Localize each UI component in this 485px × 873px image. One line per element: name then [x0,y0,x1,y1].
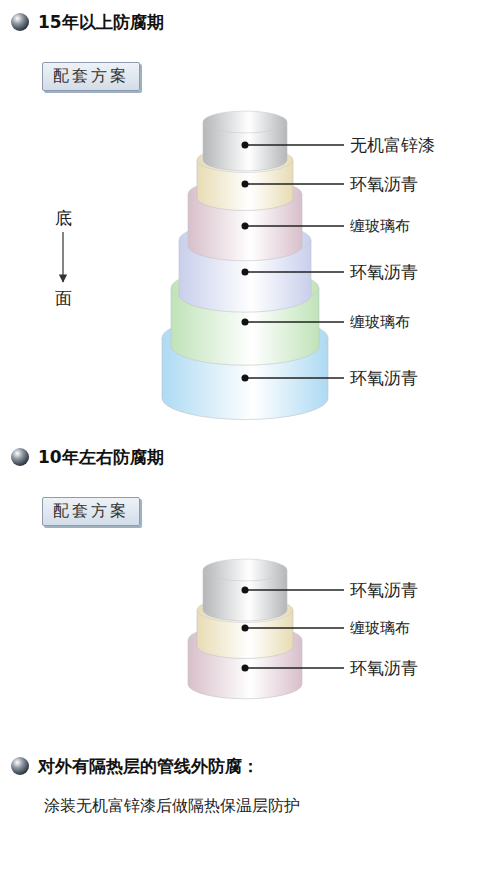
layer-label: 环氧沥青 [350,657,418,680]
leader-line [242,625,345,632]
section-heading: 对外有隔热层的管线外防腐： [38,755,259,778]
note-text: 涂装无机富锌漆后做隔热保温层防护 [44,796,300,817]
bullet [11,757,29,775]
section-heading: 10年左右防腐期 [38,446,164,469]
tag-text: 配套方案 [53,66,129,87]
section-heading: 15年以上防腐期 [38,11,164,34]
leader-line [242,375,345,382]
leader-line [242,269,345,276]
layer-label: 环氧沥青 [350,367,418,390]
leader-line [242,665,345,672]
layer-label: 环氧沥青 [350,261,418,284]
leader-line [242,142,345,149]
tag-text: 配套方案 [53,501,129,522]
leader-line [242,223,345,230]
scheme-tag: 配套方案 [42,62,140,91]
layer-label: 无机富锌漆 [350,134,435,157]
leader-line [242,319,345,326]
direction-arrow [62,232,63,282]
bullet [11,13,29,31]
direction-label: 底 [55,207,72,230]
leader-line [242,587,345,594]
bullet [11,448,29,466]
leader-line [242,181,345,188]
layer-label: 缠玻璃布 [350,313,410,332]
layer-label: 缠玻璃布 [350,217,410,236]
layer-label: 环氧沥青 [350,579,418,602]
direction-label: 面 [55,287,72,310]
layer-label: 环氧沥青 [350,173,418,196]
layer-label: 缠玻璃布 [350,619,410,638]
coating-layer [203,111,287,171]
scheme-tag: 配套方案 [42,497,140,526]
